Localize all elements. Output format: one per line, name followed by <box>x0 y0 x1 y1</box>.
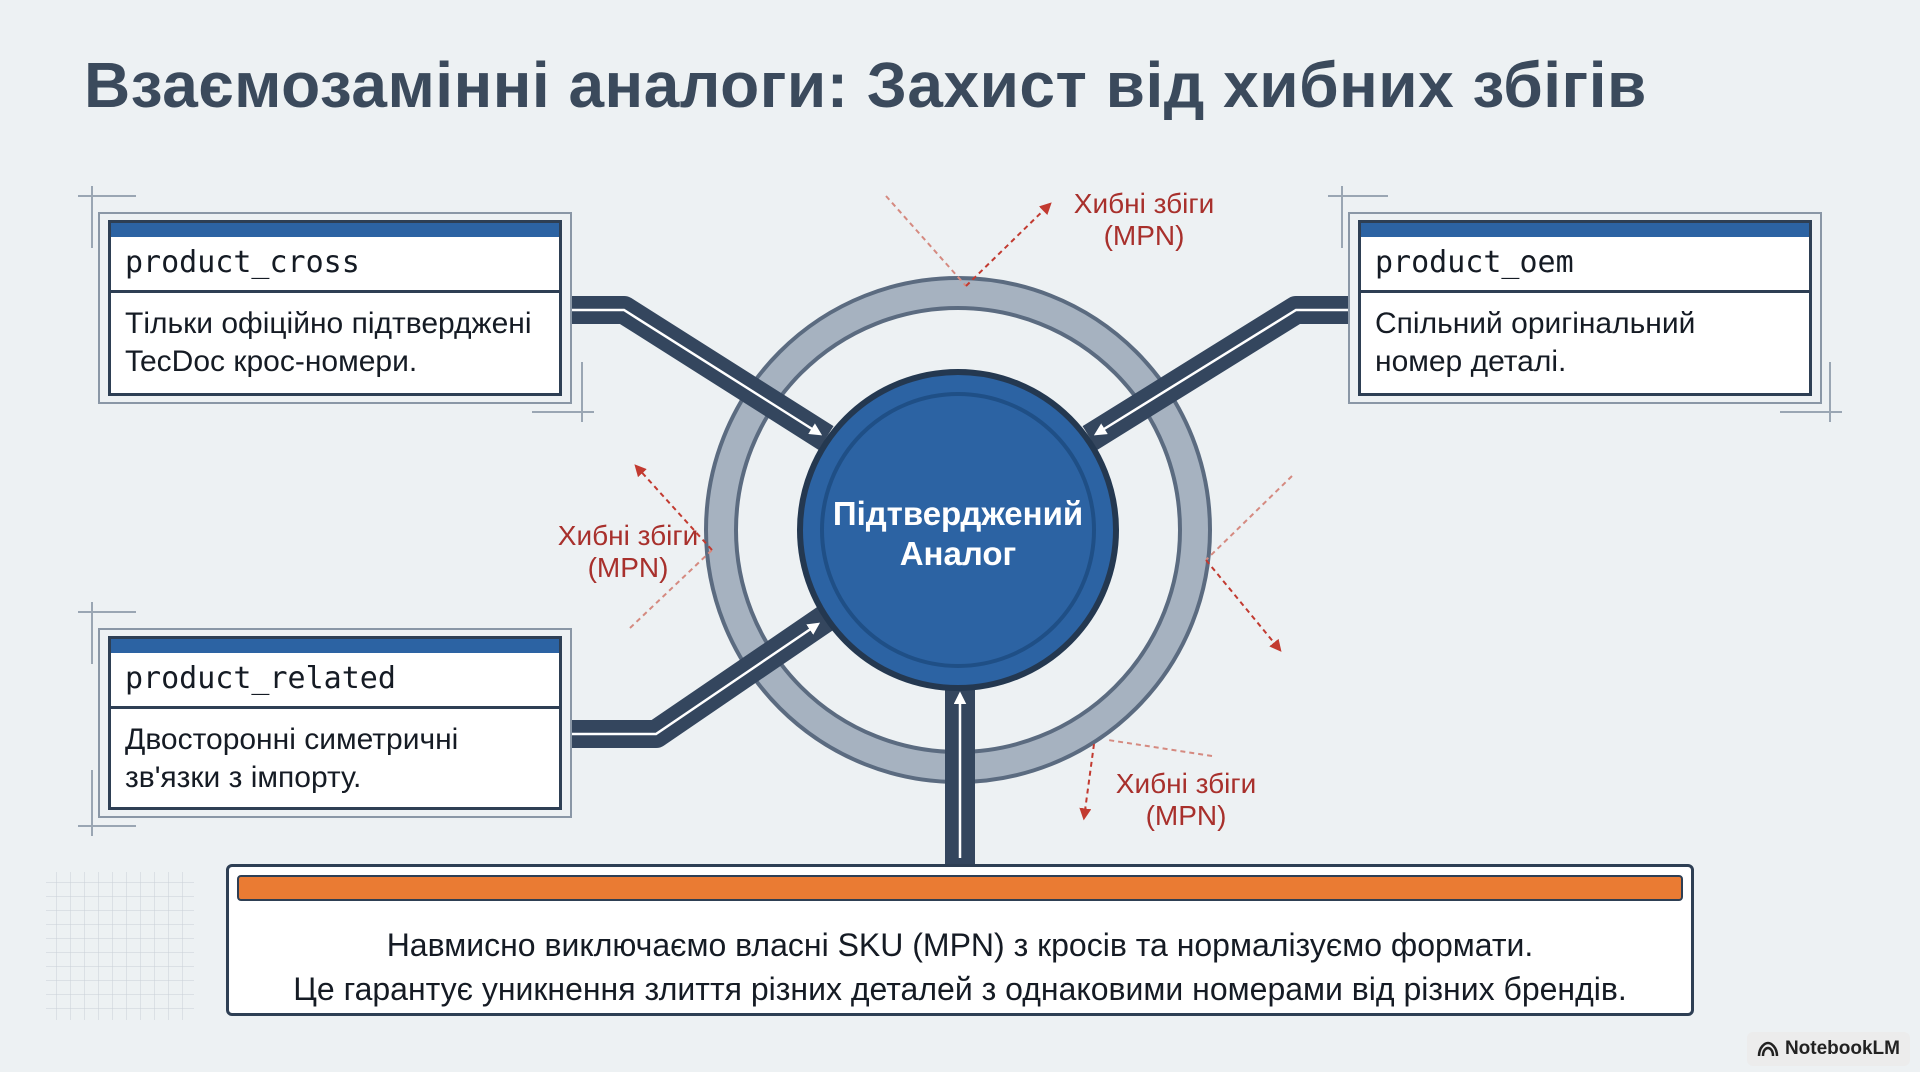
false-match-text: Хибні збіги <box>1073 188 1215 219</box>
card-product-oem: product_oem Спільний оригінальний номер … <box>1358 220 1812 396</box>
card-product-related: product_related Двосторонні симетричні з… <box>108 636 562 810</box>
card-description-line: зв'язки з імпорту. <box>125 761 362 794</box>
card-description-line: Двосторонні симетричні <box>125 723 459 756</box>
card-header-bar <box>111 223 559 237</box>
card-frame-related <box>98 628 572 818</box>
false-match-code: (MPN) <box>587 552 669 583</box>
card-frame-oem <box>1348 212 1822 404</box>
false-match-label-left: Хибні збіги (MPN) <box>548 520 708 584</box>
page-title: Взаємозамінні аналоги: Захист від хибних… <box>84 49 1647 121</box>
card-header-bar <box>111 639 559 653</box>
decorative-grid <box>46 872 194 1020</box>
false-match-code: (MPN) <box>1103 220 1185 251</box>
center-node-label: Підтверджений Аналог <box>818 494 1098 574</box>
false-match-code: (MPN) <box>1145 800 1227 831</box>
corner-marks <box>78 186 1842 836</box>
center-label-line: Підтверджений <box>832 495 1084 532</box>
card-title: product_related <box>111 653 559 709</box>
card-header-bar <box>1361 223 1809 237</box>
brand-label: NotebookLM <box>1784 1038 1900 1059</box>
notebooklm-logo-icon <box>1757 1041 1779 1057</box>
card-product-cross: product_cross Тільки офіційно підтвердже… <box>108 220 562 396</box>
connector-cross <box>572 296 834 450</box>
false-match-text: Хибні збіги <box>557 520 699 551</box>
notebooklm-watermark: NotebookLM <box>1746 1032 1910 1066</box>
card-description-line: номер деталі. <box>1375 345 1567 378</box>
false-match-text: Хибні збіги <box>1115 768 1257 799</box>
card-description-line: Тільки офіційно підтверджені <box>125 307 532 340</box>
connector-related <box>572 606 834 748</box>
card-title: product_cross <box>111 237 559 293</box>
false-match-arrows <box>629 195 1293 821</box>
card-title: product_oem <box>1361 237 1809 293</box>
policy-note-accent-bar <box>237 875 1683 901</box>
card-description: Спільний оригінальний номер деталі. <box>1361 293 1809 393</box>
policy-note-box: Навмисно виключаємо власні SKU (MPN) з к… <box>226 864 1694 1016</box>
center-node <box>797 369 1119 691</box>
connector-oem <box>1082 296 1348 450</box>
card-description-line: Спільний оригінальний <box>1375 307 1696 340</box>
policy-note-text: Навмисно виключаємо власні SKU (MPN) з к… <box>229 923 1691 1011</box>
card-description: Двосторонні симетричні зв'язки з імпорту… <box>111 709 559 809</box>
false-match-label-top: Хибні збіги (MPN) <box>1064 188 1224 252</box>
card-description-line: TecDoc крос-номери. <box>125 345 418 378</box>
false-match-label-bottom: Хибні збіги (MPN) <box>1106 768 1266 832</box>
card-frame-cross <box>98 212 572 404</box>
center-label-line: Аналог <box>899 535 1017 572</box>
policy-note-line: Навмисно виключаємо власні SKU (MPN) з к… <box>386 927 1534 963</box>
policy-note-line: Це гарантує уникнення злиття різних дета… <box>293 971 1627 1007</box>
card-description: Тільки офіційно підтверджені TecDoc крос… <box>111 293 559 393</box>
